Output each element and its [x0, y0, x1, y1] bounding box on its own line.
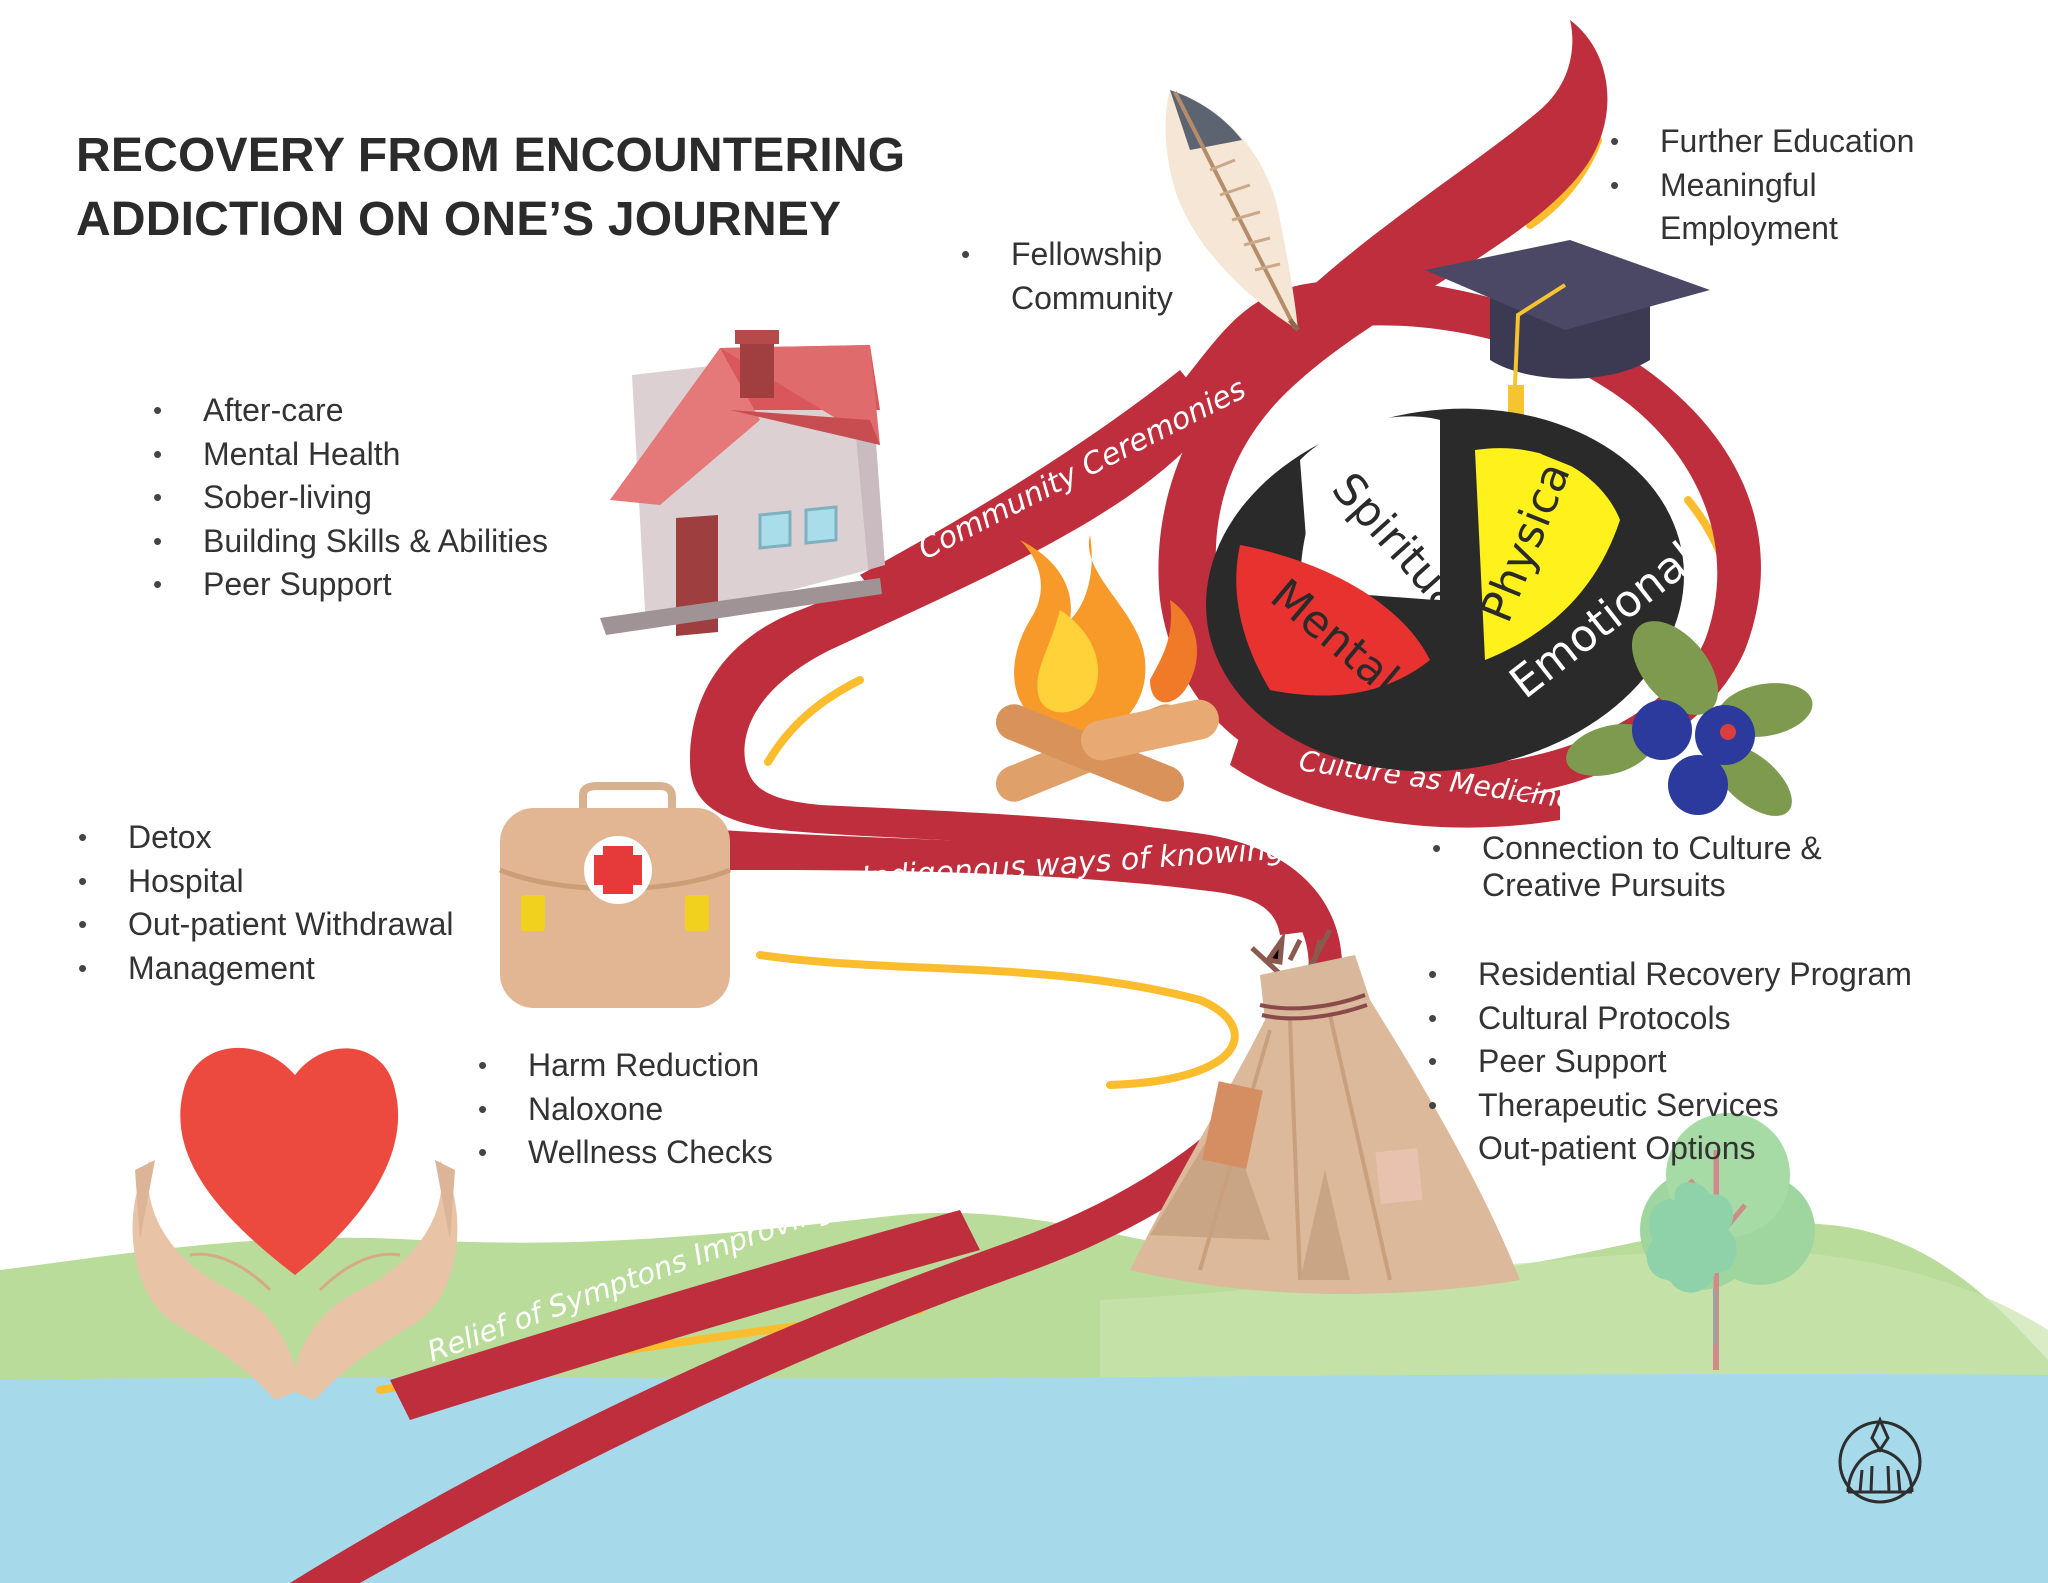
tipi-icon	[1130, 928, 1520, 1294]
page-title: RECOVERY FROM ENCOUNTERING ADDICTION ON …	[76, 124, 905, 252]
list-item: Out-patient Options	[1478, 1130, 1756, 1166]
list-item: Fellowship	[961, 233, 1173, 277]
list-item: Connection to Culture &	[1432, 830, 1822, 867]
medicine-wheel-icon: Spiritual Physical Mental Emotional	[1206, 408, 1706, 772]
list-item: Hospital	[78, 860, 453, 904]
list-item: Residential Recovery Program	[1428, 953, 1912, 997]
list-item: Sober-living	[153, 476, 548, 520]
heart-hands-icon	[132, 1047, 458, 1400]
list-item: Community	[1011, 279, 1173, 316]
title-line-1: RECOVERY FROM ENCOUNTERING	[76, 129, 906, 182]
list-item: Peer Support	[153, 563, 548, 607]
list-education: Further Education Meaningful Employment	[1610, 120, 1914, 251]
list-culture: Connection to Culture & Creative Pursuit…	[1432, 830, 1822, 904]
list-fellowship: Fellowship Community	[961, 233, 1173, 320]
graduation-cap-icon	[1425, 240, 1710, 430]
list-residential: Residential Recovery Program Cultural Pr…	[1428, 953, 1912, 1171]
list-item: Creative Pursuits	[1482, 867, 1726, 903]
organization-logo-icon	[1838, 1416, 1922, 1504]
list-item: Management	[78, 947, 453, 991]
list-item: Building Skills & Abilities	[153, 520, 548, 564]
list-item: Employment	[1660, 210, 1838, 246]
list-item: Cultural Protocols	[1428, 997, 1912, 1041]
list-item: Detox	[78, 816, 453, 860]
list-item: Mental Health	[153, 433, 548, 477]
list-item: Meaningful	[1610, 164, 1914, 208]
list-item: Harm Reduction	[478, 1044, 773, 1088]
list-item: Peer Support	[1428, 1040, 1912, 1084]
water	[0, 1373, 2048, 1583]
feather-icon	[1165, 90, 1300, 332]
title-line-2: ADDICTION ON ONE’S JOURNEY	[76, 193, 842, 246]
campfire-icon	[995, 535, 1219, 802]
list-harm-reduction: Harm Reduction Naloxone Wellness Checks	[478, 1044, 773, 1175]
list-detox: Detox Hospital Out-patient Withdrawal Ma…	[78, 816, 453, 990]
blueberries-icon	[1566, 621, 1813, 816]
list-item: After-care	[153, 389, 548, 433]
tree-icon	[1646, 1182, 1737, 1345]
house-icon	[600, 330, 885, 636]
list-item: Out-patient Withdrawal	[78, 903, 453, 947]
ribbon	[290, 20, 1761, 1583]
list-item: Naloxone	[478, 1088, 773, 1132]
list-item: Therapeutic Services	[1428, 1084, 1912, 1128]
first-aid-kit-icon	[499, 782, 731, 1008]
list-item: Further Education	[1610, 120, 1914, 164]
list-aftercare: After-care Mental Health Sober-living Bu…	[153, 389, 548, 607]
list-item: Wellness Checks	[478, 1131, 773, 1175]
